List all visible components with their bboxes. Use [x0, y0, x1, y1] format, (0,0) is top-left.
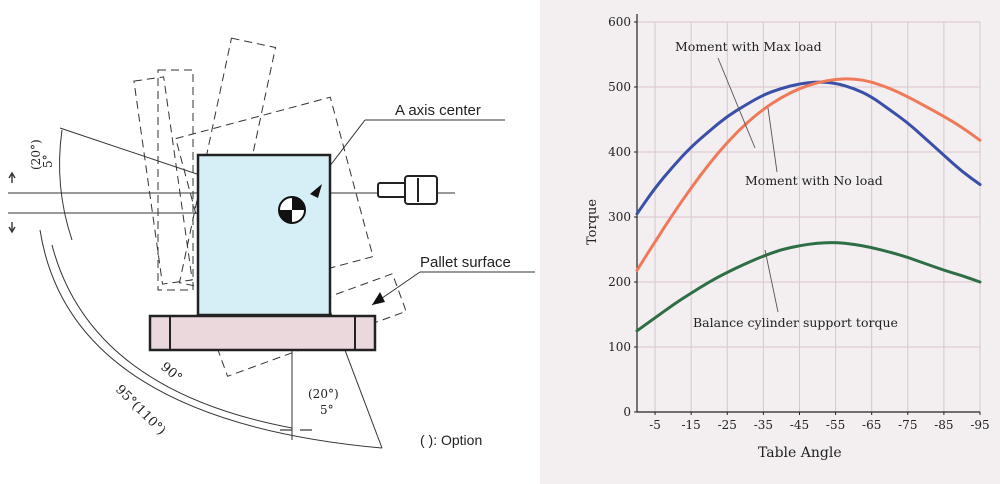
- series-label: Balance cylinder support torque: [693, 315, 898, 330]
- x-tick-label: -95: [970, 418, 989, 432]
- y-axis-label: Torque: [585, 199, 600, 245]
- series-line-1: [635, 77, 982, 272]
- axis-center-symbol: [278, 184, 322, 224]
- pallet: [148, 314, 377, 352]
- y-tick-label: 400: [608, 145, 631, 159]
- arc-95: [39, 229, 383, 449]
- x-tick-label: -25: [718, 418, 737, 432]
- arc-90: [51, 244, 293, 429]
- torque-chart: 0 100 200 300 400 500 600 -5 -15 -25 -35 -45 -55 -65…: [585, 14, 990, 461]
- x-tick-label: -5: [649, 418, 661, 432]
- x-axis-label: Table Angle: [758, 445, 842, 461]
- x-tick-label: -45: [790, 418, 809, 432]
- plot-frame: [636, 14, 980, 413]
- y-tick-label: 100: [608, 340, 631, 354]
- y-tick-label: 600: [608, 15, 631, 29]
- a-axis-diagram: A axis center Pallet surface ( ): Option…: [8, 37, 535, 449]
- y-tick-label: 0: [623, 405, 631, 419]
- tilted-block-outline-ccw: [133, 76, 193, 285]
- arrow-up-left: [8, 171, 16, 183]
- series-label: Moment with No load: [745, 173, 883, 188]
- option-label: ( ): Option: [420, 432, 482, 448]
- x-tick-label: -75: [898, 418, 917, 432]
- angle-90-label: 90°: [157, 360, 184, 386]
- x-tick-label: -55: [826, 418, 845, 432]
- chart-grid: [637, 21, 981, 413]
- series-label: Moment with Max load: [675, 39, 822, 54]
- angle-20-bottom-label: (20°): [308, 387, 339, 401]
- angle-20-left-label: (20°): [29, 139, 43, 170]
- x-tick-label: -35: [754, 418, 773, 432]
- series-line-0: [635, 80, 982, 216]
- y-tick-label: 500: [608, 80, 631, 94]
- y-tick-label: 300: [608, 210, 631, 224]
- pallet-surface-label: Pallet surface: [420, 254, 511, 271]
- probe-icon: [377, 175, 438, 205]
- y-tick-label: 200: [608, 275, 631, 289]
- x-tick-label: -85: [934, 418, 953, 432]
- pallet-arrow: [372, 292, 385, 305]
- x-tick-label: -15: [681, 418, 700, 432]
- angle-5-bottom-label: 5°: [320, 403, 334, 417]
- x-tick-label: -65: [862, 418, 881, 432]
- tilted-block-outline-90: [157, 69, 194, 291]
- x-tick-labels: -5 -15 -25 -35 -45 -55 -65 -75 -85 -95: [649, 412, 990, 432]
- chart-series: [635, 77, 982, 333]
- series-label-leader: [767, 107, 778, 173]
- angle-5-left-label: 5°: [41, 154, 55, 168]
- series-line-2: [635, 241, 982, 333]
- arc-small: [59, 129, 73, 241]
- series-label-leader: [764, 249, 779, 313]
- table-block: [196, 153, 332, 317]
- y-tick-labels: 0 100 200 300 400 500 600: [608, 15, 637, 419]
- axis-center-label: A axis center: [395, 102, 481, 119]
- torque-chart-panel: 0 100 200 300 400 500 600 -5 -15 -25 -35 -45 -55 -65…: [540, 0, 1000, 484]
- series-label-leader: [717, 57, 756, 149]
- arrow-down-left: [8, 222, 16, 234]
